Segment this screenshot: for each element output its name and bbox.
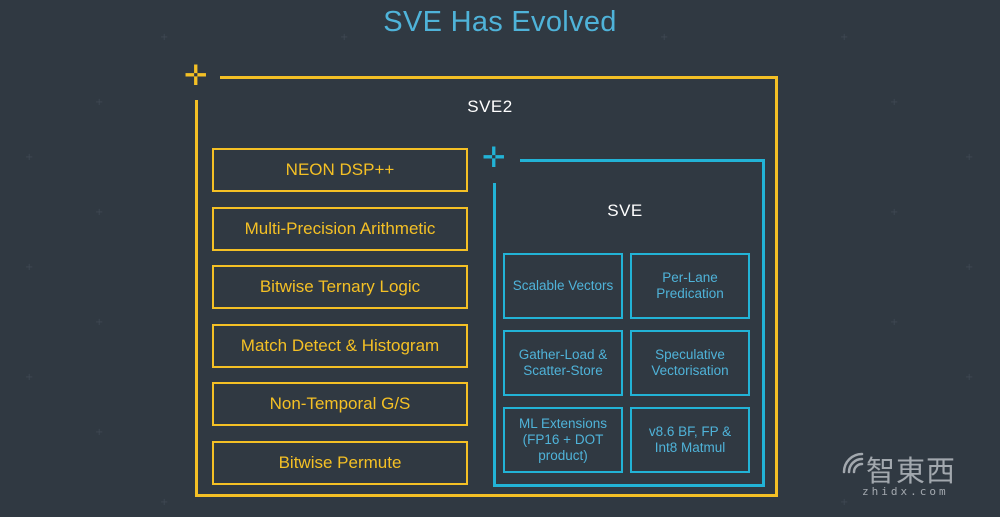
plus-icon: ✛ (482, 142, 506, 173)
svg-text:+: + (840, 497, 848, 508)
sve-feature-box: Speculative Vectorisation (630, 330, 750, 396)
svg-text:+: + (25, 372, 33, 383)
svg-text:+: + (95, 97, 103, 108)
sve2-label: SVE2 (467, 97, 513, 116)
sve-feature-box: ML Extensions (FP16 + DOT product) (503, 407, 623, 473)
sve2-feature-box: Multi-Precision Arithmetic (212, 207, 468, 251)
svg-text:+: + (890, 97, 898, 108)
svg-text:+: + (965, 372, 973, 383)
svg-text:+: + (340, 32, 348, 43)
plus-icon: ✛ (184, 60, 208, 91)
wifi-icon (842, 452, 864, 474)
svg-text:+: + (965, 262, 973, 273)
sve2-feature-box: Bitwise Permute (212, 441, 468, 485)
watermark-url: zhidx.com (862, 485, 949, 498)
sve-feature-box: Per-Lane Predication (630, 253, 750, 319)
svg-text:+: + (890, 207, 898, 218)
svg-text:+: + (25, 152, 33, 163)
sve2-feature-box: NEON DSP++ (212, 148, 468, 192)
watermark: 智東西 zhidx.com (840, 440, 990, 500)
sve2-feature-box: Non-Temporal G/S (212, 382, 468, 426)
svg-text:+: + (660, 32, 668, 43)
watermark-brand: 智東西 (866, 454, 957, 488)
svg-text:+: + (160, 497, 168, 508)
svg-text:+: + (160, 32, 168, 43)
svg-text:+: + (965, 152, 973, 163)
svg-text:+: + (95, 427, 103, 438)
sve-feature-box: Gather-Load & Scatter-Store (503, 330, 623, 396)
sve-feature-box: v8.6 BF, FP & Int8 Matmul (630, 407, 750, 473)
page-title: SVE Has Evolved (383, 6, 617, 38)
sve-label: SVE (607, 201, 643, 220)
sve2-feature-box: Bitwise Ternary Logic (212, 265, 468, 309)
svg-text:+: + (890, 317, 898, 328)
svg-text:+: + (95, 207, 103, 218)
sve-feature-box: Scalable Vectors (503, 253, 623, 319)
svg-text:+: + (95, 317, 103, 328)
svg-text:+: + (25, 262, 33, 273)
sve2-feature-box: Match Detect & Histogram (212, 324, 468, 368)
svg-text:+: + (840, 32, 848, 43)
